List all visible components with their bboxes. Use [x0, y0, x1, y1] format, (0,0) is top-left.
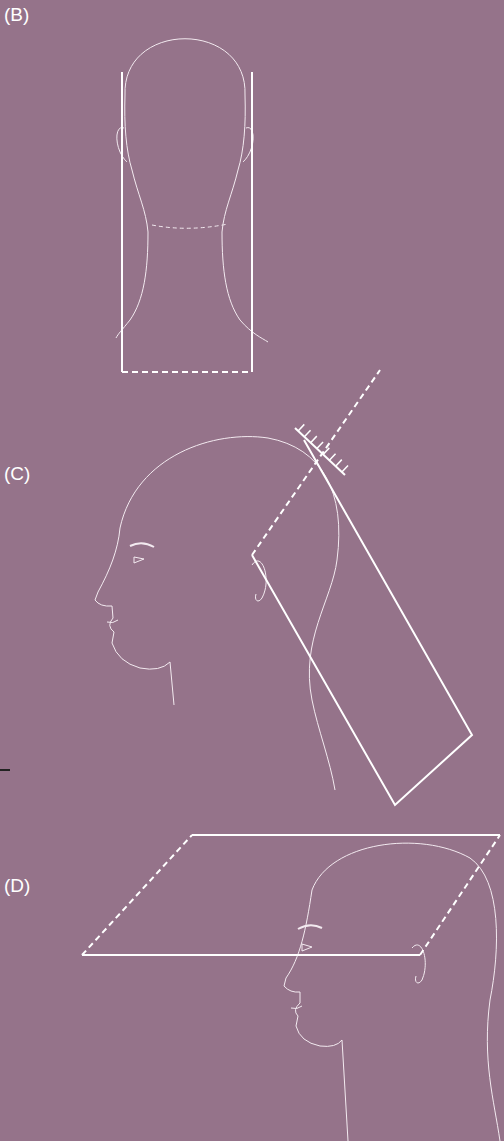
eye: [134, 557, 144, 563]
comb-teeth: [298, 424, 348, 472]
head-sketch: [95, 39, 500, 1141]
comb-tooth: [304, 430, 310, 437]
panel-label: (C): [4, 463, 30, 485]
section-rect: [252, 440, 472, 805]
comb-tooth: [298, 424, 304, 431]
comb-tooth: [311, 436, 317, 443]
eyebrow: [298, 925, 322, 929]
face-profile: [284, 890, 342, 1046]
neck: [170, 662, 174, 705]
head-outline: [116, 95, 148, 338]
panel-label: (B): [4, 4, 29, 26]
eye: [302, 944, 312, 951]
neck: [342, 1040, 348, 1141]
head-outline: [120, 437, 339, 790]
page-mark: [0, 769, 10, 771]
hairline: [152, 224, 228, 228]
guide-line: [121, 72, 123, 372]
plane-dashed: [82, 835, 192, 955]
plane-dashed: [420, 835, 500, 955]
eyebrow: [130, 543, 154, 547]
comb-tooth: [329, 454, 335, 461]
head-outline: [125, 39, 268, 342]
comb: [295, 428, 345, 475]
comb-tooth: [323, 448, 329, 455]
plane-line: [82, 954, 420, 956]
comb-tooth: [342, 466, 348, 473]
plane-line: [192, 834, 500, 836]
comb-tooth: [317, 442, 323, 449]
lips: [107, 620, 118, 623]
guide-dashed: [122, 371, 252, 373]
section-guides: [82, 72, 500, 955]
lips: [291, 1006, 302, 1009]
panel-label: (D): [4, 875, 30, 897]
comb-tooth: [336, 460, 342, 467]
head-outline: [312, 843, 500, 1141]
guide-line: [251, 72, 253, 372]
face-profile: [95, 528, 170, 669]
